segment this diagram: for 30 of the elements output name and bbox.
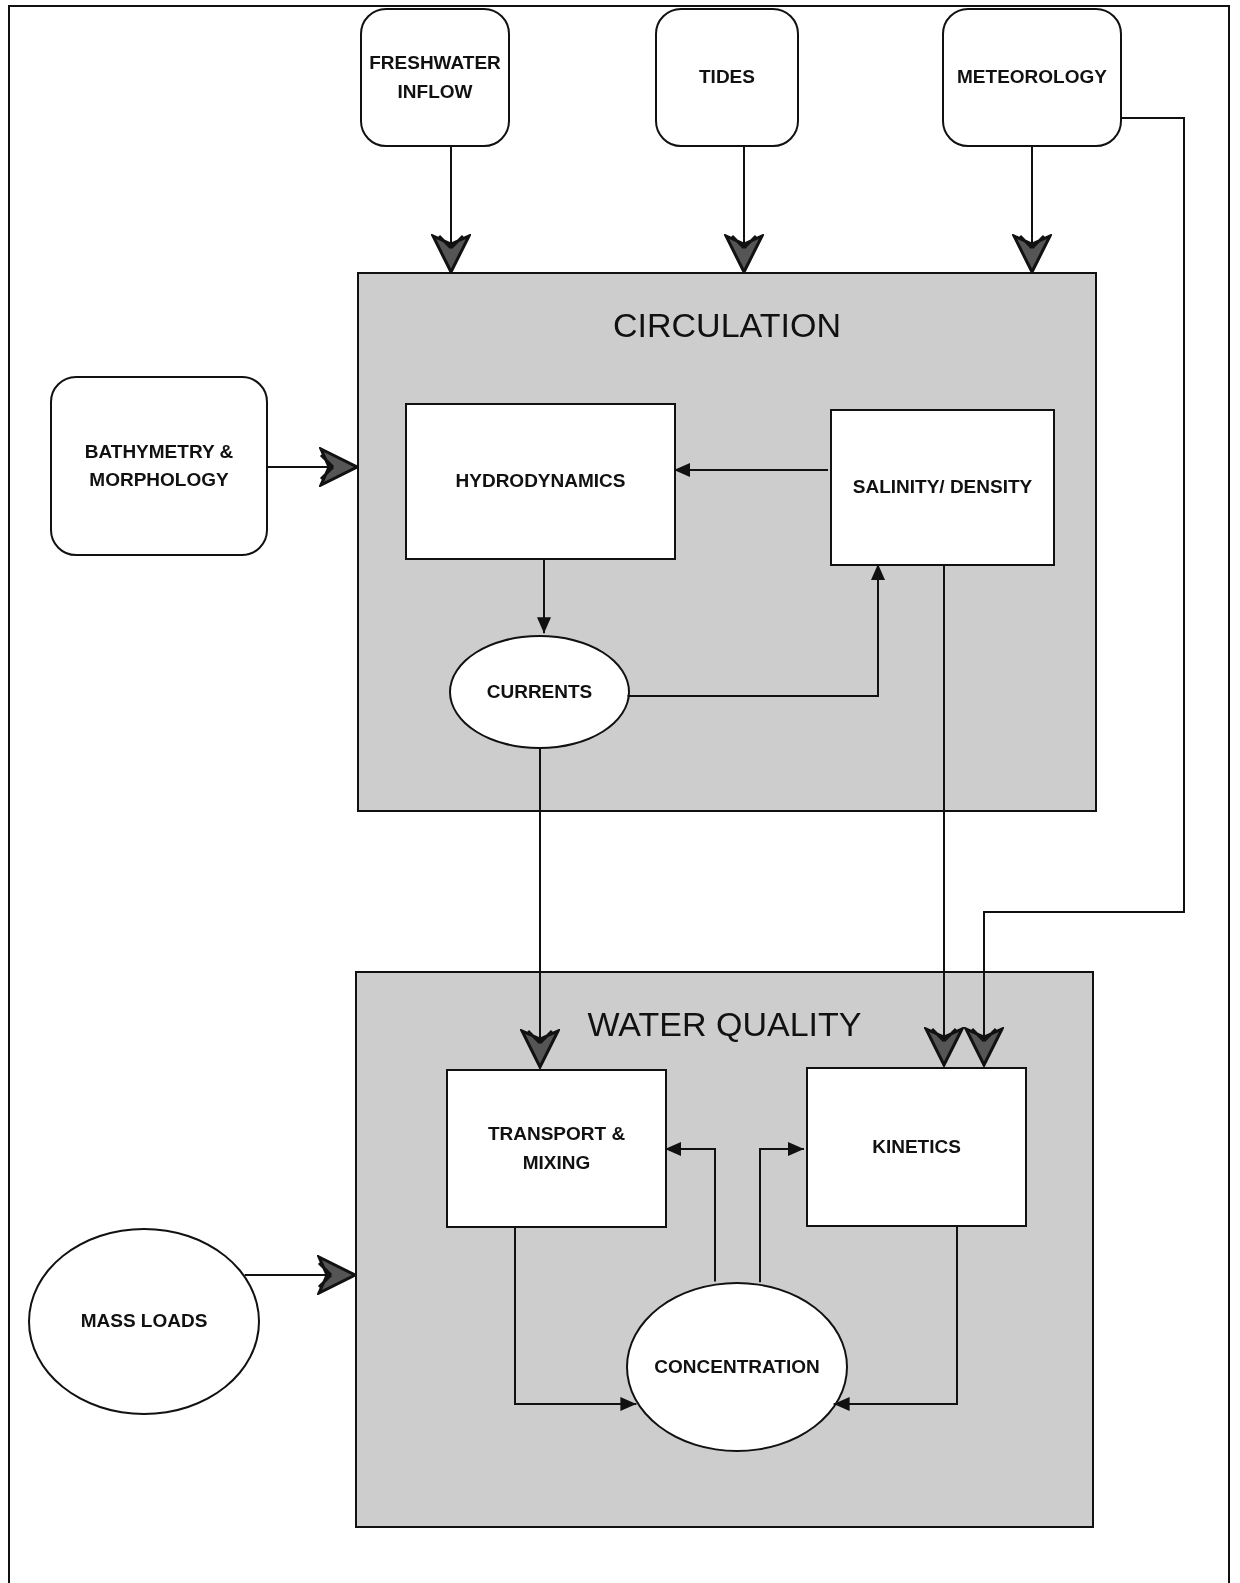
rounded-box (942, 8, 1122, 147)
rounded-box (50, 376, 268, 556)
rounded-box (655, 8, 799, 147)
arrow (626, 563, 885, 697)
node-label: SALINITY/ DENSITY (852, 475, 1033, 500)
node-label: FRESHWATER INFLOW (368, 51, 502, 104)
node-label: METEOROLOGY (957, 65, 1107, 90)
rounded-box (360, 8, 510, 147)
panel-title: WATER QUALITY (586, 1004, 863, 1045)
process-box (405, 403, 676, 560)
node-label: KINETICS (872, 1134, 961, 1159)
process-box (830, 409, 1055, 566)
node-label: HYDRODYNAMICS (455, 469, 626, 494)
node-label: MASS LOADS (80, 1309, 208, 1334)
shaded-panel (357, 272, 1097, 812)
arrow (514, 1225, 638, 1411)
process-box (806, 1067, 1027, 1227)
arrow (664, 1142, 716, 1283)
node-label: TIDES (699, 65, 755, 90)
arrow (759, 1142, 805, 1284)
node-label: BATHYMETRY & MORPHOLOGY (83, 439, 235, 492)
node-label: CONCENTRATION (654, 1354, 820, 1379)
node-label: TRANSPORT & MIXING (486, 1122, 627, 1175)
arrow (537, 557, 551, 635)
arrow (673, 463, 829, 477)
node-label: CURRENTS (486, 679, 593, 704)
arrow (832, 1224, 958, 1411)
process-box (446, 1069, 667, 1228)
shaded-panel (355, 971, 1094, 1528)
panel-title: CIRCULATION (612, 305, 842, 346)
